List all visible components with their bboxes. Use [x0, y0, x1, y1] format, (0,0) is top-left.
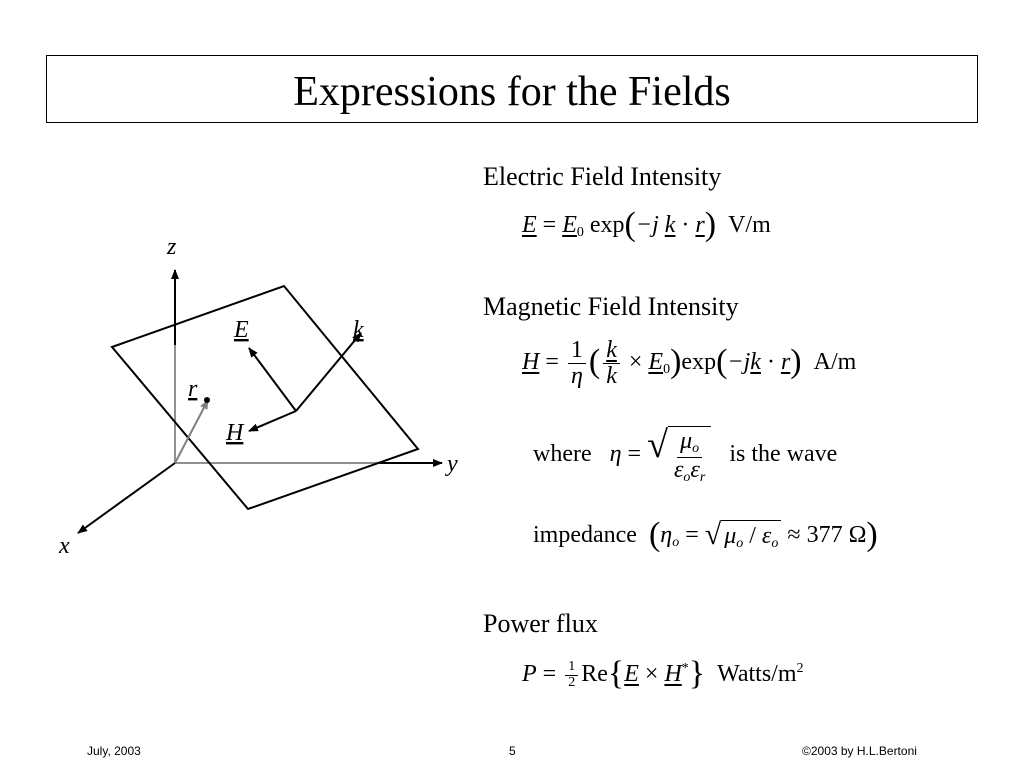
footer-date: July, 2003 [87, 744, 141, 758]
slide-title: Expressions for the Fields [293, 69, 731, 115]
magnetic-heading: Magnetic Field Intensity [483, 292, 739, 321]
label-E: E [233, 317, 249, 343]
title-box: Expressions for the Fields [46, 55, 978, 123]
label-k: k [353, 317, 364, 343]
label-H: H [225, 420, 245, 446]
x-axis [77, 462, 176, 534]
E-vector [248, 347, 297, 412]
r-vector [174, 399, 209, 464]
label-x: x [58, 533, 70, 559]
footer-copyright: ©2003 by H.L.Bertoni [802, 744, 917, 758]
impedance-line: impedance (ηo = √μo / εo ≈ 377 Ω) [533, 516, 878, 553]
label-y: y [445, 451, 458, 477]
coordinate-diagram: z y x E k r H [58, 234, 458, 559]
electric-equation: E = E0 exp(−j k · r) V/m [522, 206, 771, 243]
power-heading: Power flux [483, 609, 598, 638]
electric-heading: Electric Field Intensity [483, 162, 722, 191]
k-vector [295, 332, 362, 412]
wave-plane [110, 284, 420, 511]
label-z: z [166, 234, 177, 260]
footer-page-number: 5 [509, 744, 516, 758]
r-point [204, 397, 210, 403]
H-vector [248, 410, 297, 432]
label-r: r [188, 376, 198, 402]
